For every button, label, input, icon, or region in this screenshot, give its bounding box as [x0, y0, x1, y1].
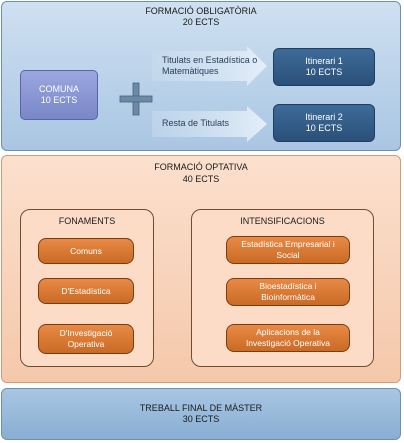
intensificacions-item: Aplicacions de la Investigació Operativa	[226, 324, 350, 352]
fonaments-title: FONAMENTS	[58, 216, 116, 226]
intensificacions-item-label: Aplicacions de la	[256, 327, 320, 337]
optativa-title: FORMACIÓ OPTATIVA	[154, 162, 248, 172]
fonaments-item-label: D'Estadística	[61, 285, 111, 296]
comuna-box: COMUNA 10 ECTS	[20, 70, 98, 120]
itinerari-1-title: Itinerari 1	[305, 56, 343, 66]
intensificacions-item-label: Investigació Operativa	[245, 338, 331, 348]
fonaments-item-label: Operativa	[67, 339, 105, 349]
treball-final-section: TREBALL FINAL DE MÀSTER 30 ECTS	[1, 388, 401, 440]
itinerari-2-title: Itinerari 2	[305, 112, 343, 122]
intensificacions-title: INTENSIFICACIONS	[240, 216, 325, 226]
itinerari-2-credits: 10 ECTS	[305, 123, 343, 133]
optativa-credits: 40 ECTS	[182, 174, 220, 184]
right-arrow-icon	[152, 46, 267, 86]
comuna-title: COMUNA	[39, 84, 79, 94]
intensificacions-item-label: Bioestadística i	[259, 281, 317, 291]
fonaments-item: D'Estadística	[38, 278, 134, 304]
path-arrow-2: Resta de Titulats	[152, 106, 267, 142]
obligatoria-title: FORMACIÓ OBLIGATÒRIA	[145, 6, 257, 16]
intensificacions-item-label: Bioinformàtica	[261, 292, 315, 302]
treball-credits: 30 ECTS	[182, 414, 220, 424]
comuna-credits: 10 ECTS	[40, 95, 78, 105]
path-arrow-1: Titulats en Estadística o Matemàtiques	[152, 46, 267, 86]
fonaments-item: Comuns	[38, 238, 134, 264]
path-2-label: Resta de Titulats	[162, 118, 230, 128]
itinerari-2-box: Itinerari 2 10 ECTS	[273, 104, 375, 142]
obligatoria-credits: 20 ECTS	[182, 17, 220, 27]
itinerari-1-box: Itinerari 1 10 ECTS	[273, 48, 375, 86]
path-1-label-line1: Titulats en Estadística o	[162, 55, 258, 65]
intensificacions-item: Estadística Empresarial i Social	[226, 236, 350, 264]
intensificacions-item-label: Social	[276, 250, 300, 260]
itinerari-1-credits: 10 ECTS	[305, 67, 343, 77]
intensificacions-item-label: Estadística Empresarial i	[241, 239, 335, 249]
intensificacions-item: Bioestadística i Bioinformàtica	[226, 278, 350, 306]
fonaments-item-label: D'Investigació	[59, 328, 113, 338]
plus-icon	[119, 82, 153, 116]
fonaments-item-label: Comuns	[70, 245, 102, 256]
right-arrow-icon	[152, 106, 267, 142]
path-1-label-line2: Matemàtiques	[162, 66, 219, 76]
fonaments-item: D'Investigació Operativa	[38, 324, 134, 354]
treball-title: TREBALL FINAL DE MÀSTER	[139, 403, 263, 413]
